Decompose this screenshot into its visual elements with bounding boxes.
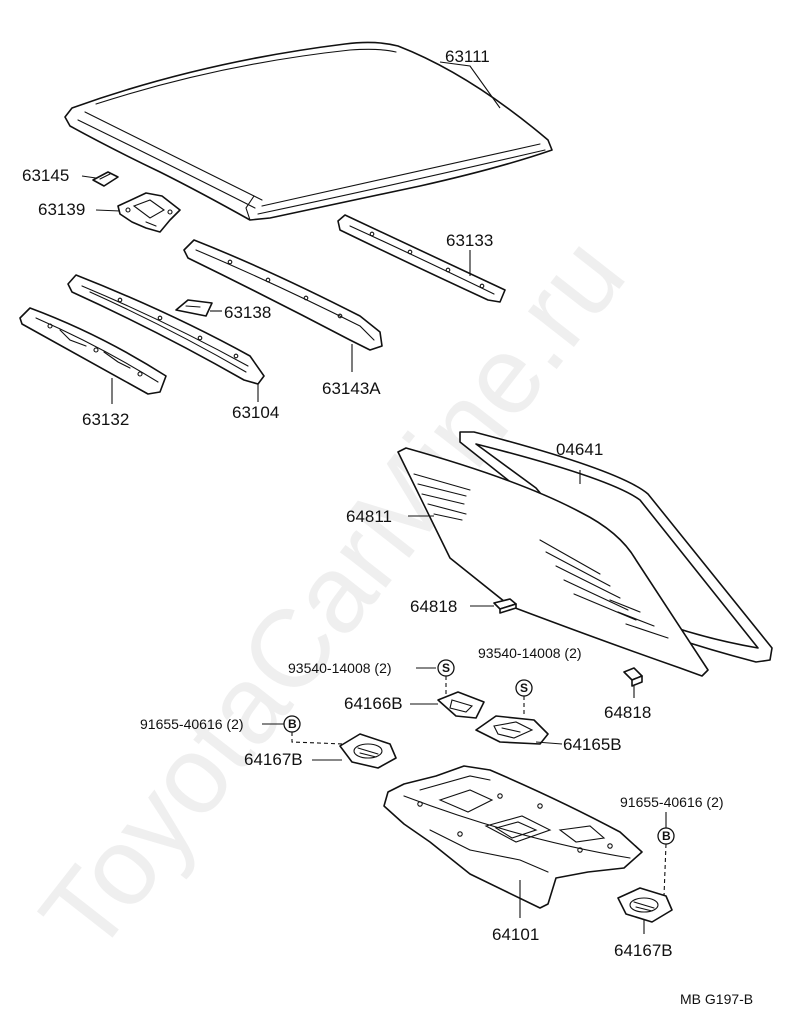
label-spacer-right: 64818 — [604, 703, 651, 722]
spacer-left — [493, 598, 517, 614]
label-screw-left: 93540-14008 (2) — [288, 660, 392, 676]
svg-text:S: S — [442, 661, 450, 675]
svg-text:S: S — [520, 681, 528, 695]
roof-bracket — [117, 192, 181, 233]
roof-bow-rear — [337, 214, 506, 303]
label-roof-bracket: 63139 — [38, 200, 85, 219]
screw-right-symbol: S — [515, 679, 533, 697]
label-back-glass: 64811 — [346, 507, 392, 526]
label-screw-right: 93540-14008 (2) — [478, 645, 582, 661]
label-roof-bow-front-inner: 63104 — [232, 403, 279, 422]
footer-code: MB G197-B — [680, 991, 753, 1007]
leader-roof-bracket — [95, 209, 121, 212]
leader-plug-right-to-cover — [663, 843, 667, 897]
label-package-tray: 64101 — [492, 925, 539, 944]
leader-roof-bracket-small — [81, 175, 97, 179]
roof-panel — [64, 41, 553, 221]
label-weatherstrip: 04641 — [556, 440, 603, 459]
plate-left — [437, 691, 485, 719]
label-cover-right: 64167B — [614, 941, 673, 960]
label-roof-bracket-small: 63145 — [22, 166, 69, 185]
label-plate-left: 64166B — [344, 694, 403, 713]
plate-right — [475, 715, 549, 745]
screw-left-symbol: S — [437, 659, 455, 677]
label-roof-panel: 63111 — [445, 47, 490, 66]
roof-bow-center — [183, 239, 383, 351]
plug-right-symbol: B — [657, 827, 675, 845]
plug-left-symbol: B — [283, 715, 301, 733]
leader-roof-panel — [439, 61, 501, 109]
svg-text:B: B — [662, 829, 671, 843]
cover-left — [339, 733, 397, 769]
label-roof-pad: 63138 — [224, 303, 271, 322]
label-plug-right: 91655-40616 (2) — [620, 794, 724, 810]
label-roof-bow-front: 63132 — [82, 410, 129, 429]
roof-bow-front-inner — [67, 274, 265, 385]
label-plate-right: 64165B — [563, 735, 622, 754]
spacer-right — [623, 667, 643, 687]
svg-text:B: B — [288, 717, 297, 731]
package-tray — [383, 765, 643, 909]
roof-pad — [175, 299, 213, 317]
back-glass — [397, 447, 709, 677]
label-roof-bow-center: 63143A — [322, 379, 381, 398]
leader-plug-left-to-cover — [291, 732, 345, 745]
roof-bow-front — [19, 307, 167, 395]
label-spacer-left: 64818 — [410, 597, 457, 616]
label-cover-left: 64167B — [244, 750, 303, 769]
label-roof-bow-rear: 63133 — [446, 231, 493, 250]
leader-plate-right — [535, 741, 563, 745]
label-plug-left: 91655-40616 (2) — [140, 716, 244, 732]
roof-bracket-small — [92, 171, 119, 187]
cover-right — [617, 887, 673, 923]
